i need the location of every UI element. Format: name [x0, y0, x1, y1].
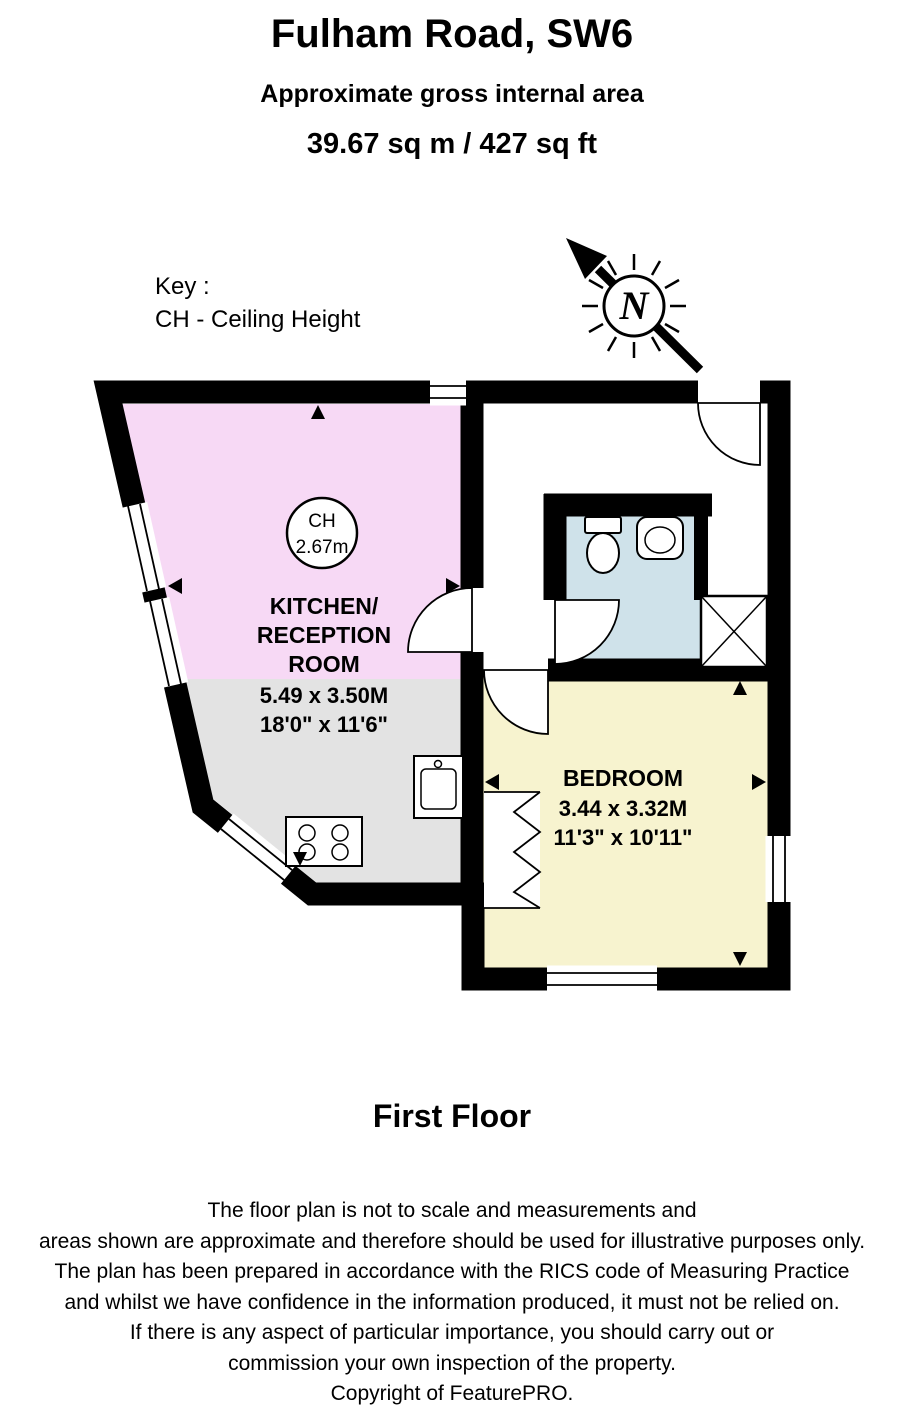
stairs — [484, 791, 542, 909]
dimension-arrow — [485, 774, 499, 790]
kitchen-labels: KITCHEN/ RECEPTION ROOM 5.49 x 3.50M 18'… — [257, 593, 391, 737]
kitchen-door-swing — [407, 587, 473, 653]
window-diagonal — [216, 813, 297, 886]
ceiling-height-badge: CH 2.67m — [285, 496, 359, 570]
key-label: Key : — [155, 273, 210, 300]
bedroom-door-swing — [483, 669, 549, 735]
compass-arrow-head — [566, 238, 607, 279]
compass-circle — [602, 274, 666, 338]
key-ceiling-height-label: CH - Ceiling Height — [155, 306, 361, 333]
window-right — [765, 836, 793, 902]
window-left-lower — [142, 597, 189, 688]
outer-wall — [93, 380, 791, 991]
shower-icon — [699, 594, 769, 669]
dimension-arrow — [733, 952, 747, 966]
window-left-upper — [120, 502, 167, 593]
disclaimer-line: commission your own inspection of the pr… — [228, 1351, 676, 1375]
dimension-arrow — [446, 578, 460, 594]
bedroom-labels: BEDROOM 3.44 x 3.32M 11'3" x 10'11" — [553, 765, 692, 850]
windows — [120, 378, 793, 993]
disclaimer-line: The floor plan is not to scale and measu… — [207, 1199, 697, 1222]
disclaimer-line: areas shown are approximate and therefor… — [38, 1229, 866, 1253]
walls — [93, 380, 791, 991]
copyright: Copyright of FeaturePRO. — [330, 1382, 574, 1405]
bedroom-name: BEDROOM — [563, 765, 683, 791]
page-title: Fulham Road, SW6 — [270, 12, 634, 56]
compass-rays — [582, 254, 686, 358]
north-compass-icon: N — [566, 238, 704, 374]
dimension-arrow — [168, 578, 182, 594]
dimension-arrow — [733, 681, 747, 695]
dimension-arrow — [293, 852, 307, 866]
window-bedroom-bottom — [547, 965, 657, 993]
entry-door-opening — [698, 380, 760, 404]
bedroom-dim-metric: 3.44 x 3.32M — [559, 796, 687, 821]
doors — [407, 380, 761, 735]
subtitle: Approximate gross internal area — [260, 80, 644, 108]
kitchen-name-line3: ROOM — [288, 651, 360, 677]
compass-north-letter: N — [619, 283, 651, 328]
dimension-arrow — [311, 405, 325, 419]
kitchen-dim-imperial: 18'0" x 11'6" — [260, 712, 388, 737]
sink-icon — [636, 516, 684, 560]
disclaimer-line: and whilst we have confidence in the inf… — [64, 1290, 840, 1314]
bathroom-door-swing — [554, 599, 620, 665]
area-text: 39.67 sq m / 427 sq ft — [306, 128, 598, 160]
disclaimer: The floor plan is not to scale and measu… — [0, 1196, 904, 1408]
bedroom-dim-imperial: 11'3" x 10'11" — [553, 825, 692, 850]
floor-plan: Key : CH - Ceiling Height N — [93, 238, 793, 993]
toilet-icon — [584, 516, 622, 574]
ceiling-height-label: CH — [308, 511, 335, 532]
ceiling-height-circle — [285, 496, 359, 570]
dimension-arrow — [752, 774, 766, 790]
entry-door-swing — [697, 402, 761, 466]
disclaimer-line: The plan has been prepared in accordance… — [54, 1260, 850, 1283]
window-top — [430, 378, 466, 406]
kitchen-name-line1: KITCHEN/ — [270, 593, 379, 619]
bathroom-fixtures — [584, 516, 769, 669]
kitchen-name-line2: RECEPTION — [257, 622, 391, 648]
kitchen-dim-metric: 5.49 x 3.50M — [260, 683, 388, 708]
dimension-arrows — [168, 405, 766, 966]
ceiling-height-value: 2.67m — [296, 537, 349, 558]
kitchen-sink-icon — [413, 755, 464, 819]
floor-label: First Floor — [372, 1098, 532, 1134]
disclaimer-line: If there is any aspect of particular imp… — [129, 1321, 775, 1344]
